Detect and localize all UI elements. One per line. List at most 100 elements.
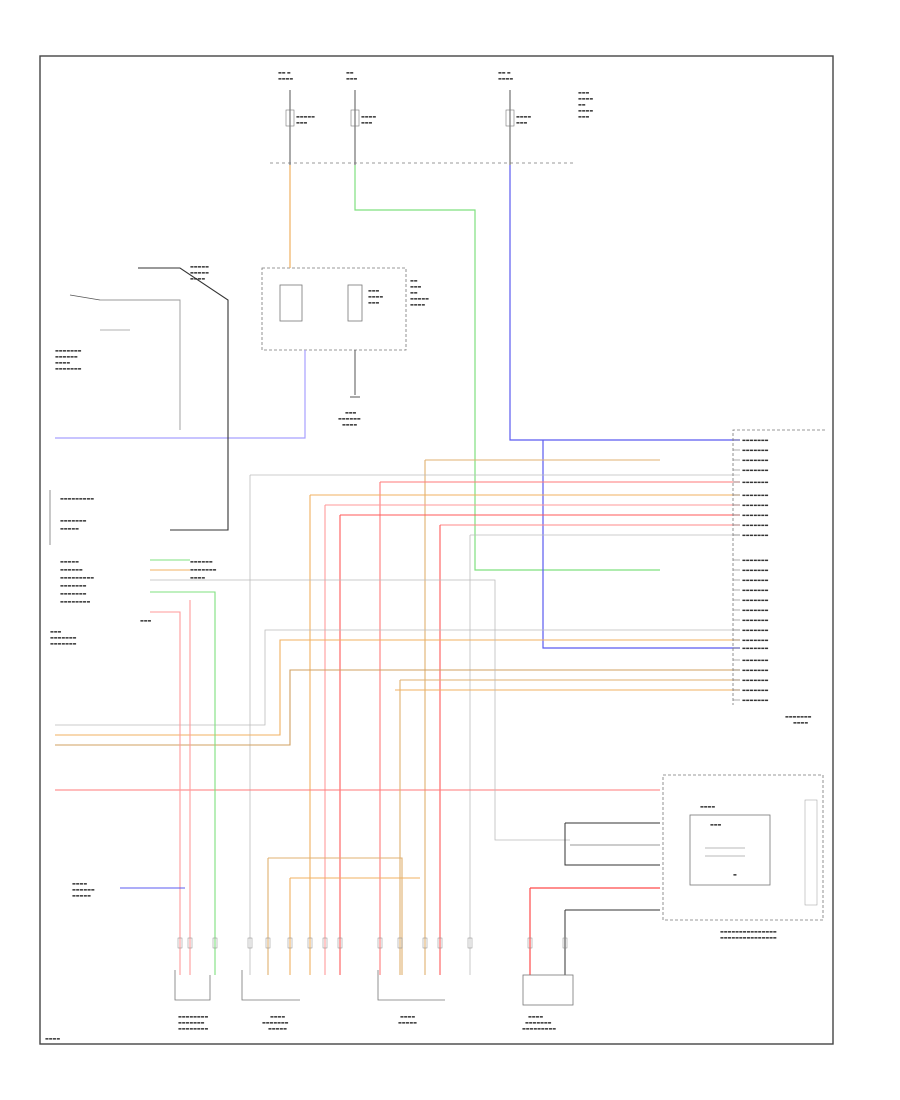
svg-text:▬▬▬▬▬▬▬: ▬▬▬▬▬▬▬ <box>55 366 82 371</box>
svg-text:▬▬▬▬▬▬▬: ▬▬▬▬▬▬▬ <box>742 578 769 583</box>
wire-pink-down <box>150 611 181 975</box>
svg-text:▬▬▬: ▬▬▬ <box>710 822 722 827</box>
svg-text:▬▬▬▬▬▬▬: ▬▬▬▬▬▬▬ <box>742 638 769 643</box>
bottom-sensor-1: ▬▬▬▬▬▬▬▬ ▬▬▬▬▬▬▬ ▬▬▬▬▬▬▬▬ <box>174 970 211 1031</box>
svg-text:▬▬▬: ▬▬▬ <box>346 76 358 81</box>
svg-text:▬▬▬▬▬▬▬: ▬▬▬▬▬▬▬ <box>50 641 77 646</box>
svg-text:▬▬▬▬: ▬▬▬▬ <box>578 96 593 101</box>
svg-text:▬▬▬▬: ▬▬▬▬ <box>578 108 593 113</box>
wire-blue-pcm <box>542 440 740 649</box>
svg-text:▬▬▬▬: ▬▬▬▬ <box>190 575 205 580</box>
svg-text:▬▬▬▬▬▬▬: ▬▬▬▬▬▬▬ <box>525 1020 552 1025</box>
fuse-supply-group: ▬▬ ▬ ▬▬▬▬ ▬▬ ▬▬▬ ▬▬ ▬ ▬▬▬▬ ▬▬▬▬▬ ▬▬▬ ▬▬▬… <box>270 70 593 165</box>
svg-text:▬▬▬▬▬: ▬▬▬▬▬ <box>190 270 209 275</box>
svg-text:▬▬▬▬▬▬▬: ▬▬▬▬▬▬▬ <box>785 714 812 719</box>
svg-text:▬▬▬▬: ▬▬▬▬ <box>342 422 357 427</box>
svg-text:▬▬▬▬▬▬▬: ▬▬▬▬▬▬▬ <box>742 598 769 603</box>
svg-text:▬▬▬▬▬▬▬: ▬▬▬▬▬▬▬ <box>742 628 769 633</box>
svg-text:▬▬▬▬▬▬▬: ▬▬▬▬▬▬▬ <box>55 348 82 353</box>
svg-text:▬▬▬▬▬▬: ▬▬▬▬▬▬ <box>190 559 213 564</box>
svg-text:▬▬▬▬▬▬▬: ▬▬▬▬▬▬▬ <box>742 698 769 703</box>
wire-tan-sensor-2 <box>268 857 403 975</box>
svg-text:▬▬▬▬▬: ▬▬▬▬▬ <box>398 1020 417 1025</box>
svg-text:▬▬▬▬▬▬▬▬▬▬▬▬▬▬▬: ▬▬▬▬▬▬▬▬▬▬▬▬▬▬▬ <box>720 935 777 940</box>
svg-text:▬▬▬▬▬▬▬: ▬▬▬▬▬▬▬ <box>60 518 87 523</box>
svg-text:▬▬▬▬: ▬▬▬▬ <box>270 1014 285 1019</box>
svg-text:▬▬▬▬▬▬▬: ▬▬▬▬▬▬▬ <box>742 608 769 613</box>
svg-text:▬▬▬: ▬▬▬ <box>410 284 422 289</box>
svg-text:▬▬▬▬: ▬▬▬▬ <box>516 114 531 119</box>
wire-gray-to-pcm-left <box>55 629 740 726</box>
svg-text:▬▬▬▬▬▬▬: ▬▬▬▬▬▬▬ <box>742 678 769 683</box>
svg-text:▬▬▬▬▬▬▬: ▬▬▬▬▬▬▬ <box>60 583 87 588</box>
wire-gray-left-box <box>150 579 570 841</box>
svg-text:▬▬▬▬▬▬▬: ▬▬▬▬▬▬▬ <box>742 493 769 498</box>
svg-text:▬▬▬▬▬▬▬▬▬: ▬▬▬▬▬▬▬▬▬ <box>60 575 94 580</box>
left-connector-block: ▬▬▬▬▬▬▬▬▬ ▬▬▬▬▬▬▬ ▬▬▬▬▬ ▬▬▬▬▬ ▬▬▬▬▬▬ ▬▬▬… <box>49 490 217 646</box>
svg-text:▬▬▬: ▬▬▬ <box>345 410 357 415</box>
svg-text:▬▬▬▬▬▬▬: ▬▬▬▬▬▬▬ <box>742 480 769 485</box>
wire-gray-left <box>100 299 181 430</box>
svg-text:▬▬▬▬▬▬▬: ▬▬▬▬▬▬▬ <box>742 668 769 673</box>
svg-text:▬▬▬▬▬▬: ▬▬▬▬▬▬ <box>60 567 83 572</box>
svg-text:▬▬▬▬: ▬▬▬▬ <box>498 76 513 81</box>
bottom-sensor-3: ▬▬▬▬ ▬▬▬▬▬ <box>377 970 445 1025</box>
svg-text:▬▬▬▬▬▬▬: ▬▬▬▬▬▬▬ <box>742 468 769 473</box>
svg-text:▬▬▬▬▬▬▬▬: ▬▬▬▬▬▬▬▬ <box>60 599 90 604</box>
wire-tan-to-pcm-left <box>55 669 740 746</box>
svg-text:▬▬▬: ▬▬▬ <box>368 300 380 305</box>
svg-text:▬▬▬▬▬▬▬▬: ▬▬▬▬▬▬▬▬ <box>178 1014 208 1019</box>
svg-text:▬▬▬▬▬▬▬: ▬▬▬▬▬▬▬ <box>742 458 769 463</box>
svg-text:▬▬▬▬: ▬▬▬▬ <box>190 276 205 281</box>
bottom-connector-pins <box>177 937 568 949</box>
wire-violet-left <box>55 350 306 439</box>
svg-text:▬▬▬▬▬▬▬▬▬▬▬▬▬▬▬: ▬▬▬▬▬▬▬▬▬▬▬▬▬▬▬ <box>720 929 777 934</box>
svg-text:▬▬▬▬▬▬▬: ▬▬▬▬▬▬▬ <box>50 635 77 640</box>
svg-text:▬▬▬▬: ▬▬▬▬ <box>410 302 425 307</box>
svg-text:▬▬▬▬▬▬▬▬▬: ▬▬▬▬▬▬▬▬▬ <box>60 496 94 501</box>
svg-text:▬▬▬: ▬▬▬ <box>50 629 62 634</box>
svg-text:▬▬▬▬▬▬▬: ▬▬▬▬▬▬▬ <box>742 568 769 573</box>
relay-box: ▬▬▬ ▬▬▬▬ ▬▬▬ ▬▬ ▬▬▬ ▬▬ ▬▬▬▬▬ ▬▬▬▬ <box>261 267 429 351</box>
svg-text:▬▬: ▬▬ <box>410 278 418 283</box>
ground-symbol: ▬▬▬ ▬▬▬▬▬▬ ▬▬▬▬ <box>338 350 361 427</box>
svg-text:▬▬▬▬▬▬▬: ▬▬▬▬▬▬▬ <box>742 438 769 443</box>
svg-text:▬▬▬▬▬▬▬: ▬▬▬▬▬▬▬ <box>742 588 769 593</box>
svg-text:▬▬▬▬▬: ▬▬▬▬▬ <box>190 264 209 269</box>
svg-text:▬▬▬▬: ▬▬▬▬ <box>278 76 293 81</box>
svg-text:▬▬▬: ▬▬▬ <box>516 120 528 125</box>
svg-text:▬▬▬▬▬▬▬: ▬▬▬▬▬▬▬ <box>178 1020 205 1025</box>
svg-text:▬▬▬▬▬▬▬: ▬▬▬▬▬▬▬ <box>742 533 769 538</box>
svg-text:▬▬▬▬: ▬▬▬▬ <box>528 1014 543 1019</box>
bottom-sensor-4: ▬▬▬▬ ▬▬▬▬▬▬▬ ▬▬▬▬▬▬▬▬▬ <box>522 974 574 1031</box>
svg-text:▬▬▬▬: ▬▬▬▬ <box>55 360 70 365</box>
svg-text:▬▬▬: ▬▬▬ <box>578 90 590 95</box>
svg-text:▬▬▬▬▬▬▬: ▬▬▬▬▬▬▬ <box>742 558 769 563</box>
wire-blue-right <box>509 165 740 441</box>
svg-text:▬▬▬▬▬: ▬▬▬▬▬ <box>60 559 79 564</box>
svg-text:▬▬▬▬▬▬▬: ▬▬▬▬▬▬▬ <box>190 567 217 572</box>
svg-text:▬▬▬▬: ▬▬▬▬ <box>793 720 808 725</box>
svg-text:▬▬▬▬▬: ▬▬▬▬▬ <box>296 114 315 119</box>
wire-orange-to-pcm-left <box>55 639 740 736</box>
svg-text:▬▬▬▬▬: ▬▬▬▬▬ <box>410 296 429 301</box>
svg-text:▬▬▬▬: ▬▬▬▬ <box>361 114 376 119</box>
wire-black-left <box>138 267 229 531</box>
svg-text:▬▬▬▬▬▬▬: ▬▬▬▬▬▬▬ <box>742 618 769 623</box>
svg-text:▬▬▬▬▬▬▬: ▬▬▬▬▬▬▬ <box>742 658 769 663</box>
svg-text:▬▬▬▬▬▬: ▬▬▬▬▬▬ <box>72 887 95 892</box>
svg-text:▬▬ ▬: ▬▬ ▬ <box>278 70 291 75</box>
diagram-frame <box>39 55 834 1045</box>
svg-text:▬▬▬▬: ▬▬▬▬ <box>368 294 383 299</box>
svg-text:▬▬▬▬▬▬▬: ▬▬▬▬▬▬▬ <box>742 688 769 693</box>
wire-yellow-green <box>354 165 660 571</box>
wire-green-down <box>150 591 216 975</box>
svg-text:▬▬▬▬▬▬▬: ▬▬▬▬▬▬▬ <box>262 1020 289 1025</box>
svg-text:▬▬▬▬▬▬▬: ▬▬▬▬▬▬▬ <box>742 503 769 508</box>
svg-text:▬▬▬: ▬▬▬ <box>578 114 590 119</box>
svg-text:▬▬▬▬▬▬▬: ▬▬▬▬▬▬▬ <box>742 513 769 518</box>
svg-text:▬▬▬: ▬▬▬ <box>368 288 380 293</box>
left-sensor-small: ▬▬▬▬ ▬▬▬▬▬▬ ▬▬▬▬▬ <box>72 881 95 898</box>
svg-text:▬▬: ▬▬ <box>346 70 354 75</box>
